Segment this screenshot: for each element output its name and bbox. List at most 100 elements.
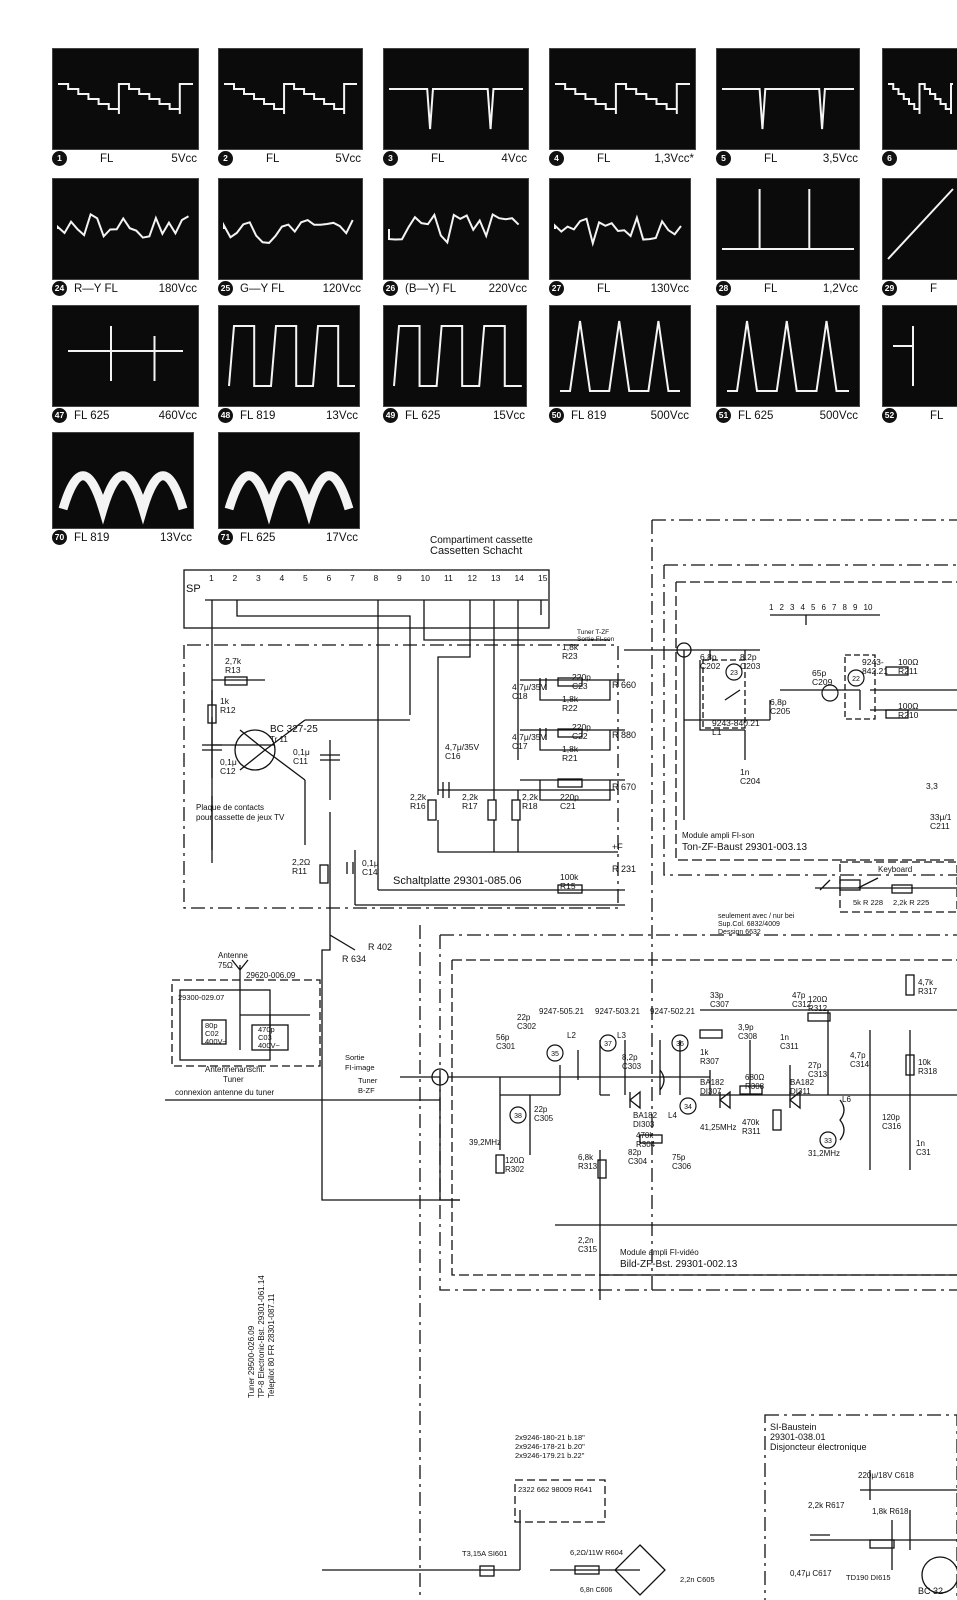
- si-module-label: SI-Baustein: [770, 1422, 817, 1432]
- schematic-label: DI307: [700, 1087, 722, 1096]
- schematic-label: C31: [916, 1148, 931, 1157]
- schematic-label: 82p: [628, 1148, 642, 1157]
- schematic-label: R211: [898, 666, 918, 676]
- schematic-label: 2x9246-178-21 b.20": [515, 1442, 585, 1451]
- pin-number: 11: [444, 573, 453, 583]
- schematic-label: 6,8n C606: [580, 1587, 612, 1594]
- schematic-label: R17: [462, 801, 478, 811]
- schematic-label: 33p: [710, 991, 724, 1000]
- output-label: R 880: [612, 730, 636, 740]
- schematic-label: pour cassette de jeux TV: [196, 813, 285, 822]
- schematic-label: 120Ω: [505, 1156, 524, 1165]
- schematic-label: C307: [710, 1000, 730, 1009]
- pin-number: 1: [209, 573, 214, 583]
- schematic-label: R21: [562, 753, 578, 763]
- schematic-label: 2x9246-180-21 b.18": [515, 1433, 585, 1442]
- schematic-label: 120p: [882, 1113, 900, 1122]
- test-point: 33: [824, 1138, 832, 1145]
- pin-number: 12: [468, 573, 478, 583]
- schematic-label: L2: [567, 1031, 576, 1040]
- schematic-label: R312: [808, 1004, 828, 1013]
- schematic-label: 29300-029.07: [178, 993, 224, 1002]
- pin-number: 15: [538, 573, 548, 583]
- pin-number: 13: [491, 573, 501, 583]
- schematic-label: Antenne: [218, 951, 248, 960]
- schematic-label: 470k: [742, 1118, 760, 1127]
- schematic-label: Tuner T-ZF: [577, 629, 609, 636]
- schematic-label: 842.21: [862, 666, 888, 676]
- video-module-label: Bild-ZF-Bst. 29301-002.13: [620, 1259, 738, 1270]
- pin-number: 8: [374, 573, 379, 583]
- schematic-label: C302: [517, 1022, 537, 1031]
- schematic-label: T3,15A SI601: [462, 1549, 507, 1558]
- schematic-label: DI303: [633, 1120, 655, 1129]
- schematic-label: 2,2k R 225: [893, 898, 929, 907]
- schematic-label: Tuner: [223, 1075, 244, 1084]
- schematic-label: 3: [790, 603, 795, 612]
- schematic-label: 56p: [496, 1033, 510, 1042]
- schematic-label: BA182: [790, 1078, 815, 1087]
- schematic-label: 10: [864, 603, 873, 612]
- reference-notes: TP-8 Electronic-Bst. 29301-061.14: [257, 1275, 266, 1398]
- test-point: 34: [684, 1104, 692, 1111]
- schematic-label: 75p: [672, 1153, 686, 1162]
- schematic-label: 5: [811, 603, 816, 612]
- pin-number: 10: [421, 573, 431, 583]
- test-point: 22: [852, 676, 860, 683]
- pin-number: 7: [350, 573, 355, 583]
- schematic-label: C205: [770, 706, 791, 716]
- schematic-label: L1: [712, 727, 722, 737]
- schematic-label: 1n: [780, 1033, 789, 1042]
- schematic-label: R210: [898, 710, 919, 720]
- pin-number: 3: [256, 573, 261, 583]
- schematic-label: 9247-505.21: [539, 1007, 584, 1016]
- schematic-label: R 402: [368, 942, 392, 952]
- schematic-label: 75Ω: [218, 961, 233, 970]
- schematic-label: 29620-006.09: [246, 971, 296, 980]
- reference-notes: Telepilot 80 FR 28301-087.11: [267, 1293, 276, 1398]
- reference-notes: Tuner 29500-026.09: [247, 1325, 256, 1398]
- schematic-label: C14: [362, 867, 378, 877]
- schematic-label: R15: [560, 881, 576, 891]
- schematic-label: 470k: [636, 1131, 654, 1140]
- schematic-label: 6,2Ω/11W R604: [570, 1548, 623, 1557]
- schematic-label: R302: [505, 1165, 525, 1174]
- test-point: 38: [514, 1113, 522, 1120]
- schematic-label: Dessign 6632: [718, 929, 761, 936]
- si-module-label: Disjoncteur électronique: [770, 1442, 867, 1452]
- schematic-label: 3,9p: [738, 1023, 754, 1032]
- si-module-label: 29301-038.01: [770, 1432, 826, 1442]
- schematic-label: C12: [220, 766, 236, 776]
- schematic-label: C311: [780, 1042, 799, 1051]
- schematic-label: 2: [780, 603, 785, 612]
- schematic-label: R23: [562, 651, 578, 661]
- schematic-label: Antennenanschl.: [205, 1065, 265, 1074]
- schematic-label: C316: [882, 1122, 902, 1131]
- schematic-label: Module ampli FI-son: [682, 831, 754, 840]
- test-point: 23: [730, 670, 738, 677]
- schematic-label: C23: [572, 681, 588, 691]
- schematic-label: L3: [617, 1031, 626, 1040]
- schematic-label: C18: [512, 691, 528, 701]
- schematic-label: 680Ω: [745, 1073, 764, 1082]
- schematic-label: 22p: [517, 1013, 531, 1022]
- schematic-label: R 634: [342, 954, 366, 964]
- schematic-label: Keyboard: [878, 865, 912, 874]
- test-point: 35: [551, 1051, 559, 1058]
- schematic-label: 1,8k R618: [872, 1507, 909, 1516]
- schematic-label: 2x9246-179.21 b.22": [515, 1451, 585, 1460]
- schematic-label: C306: [672, 1162, 692, 1171]
- schematic-label: 27p: [808, 1061, 822, 1070]
- schematic-label: C314: [850, 1060, 870, 1069]
- schematic-label: C204: [740, 776, 761, 786]
- schematic-label: 120Ω: [808, 995, 827, 1004]
- schematic-label: BC 327-25: [270, 724, 318, 735]
- schematic-label: C203: [740, 661, 761, 671]
- sound-module-label: Ton-ZF-Baust 29301-003.13: [682, 842, 808, 853]
- schematic-label: 5k R 228: [853, 898, 883, 907]
- schematic-label: C16: [445, 751, 461, 761]
- schematic-label: R307: [700, 1057, 720, 1066]
- schematic-label: 7: [832, 603, 837, 612]
- schematic-label: 400V~: [205, 1037, 228, 1046]
- schematic-label: Sup.Col. 6832/4009: [718, 921, 780, 928]
